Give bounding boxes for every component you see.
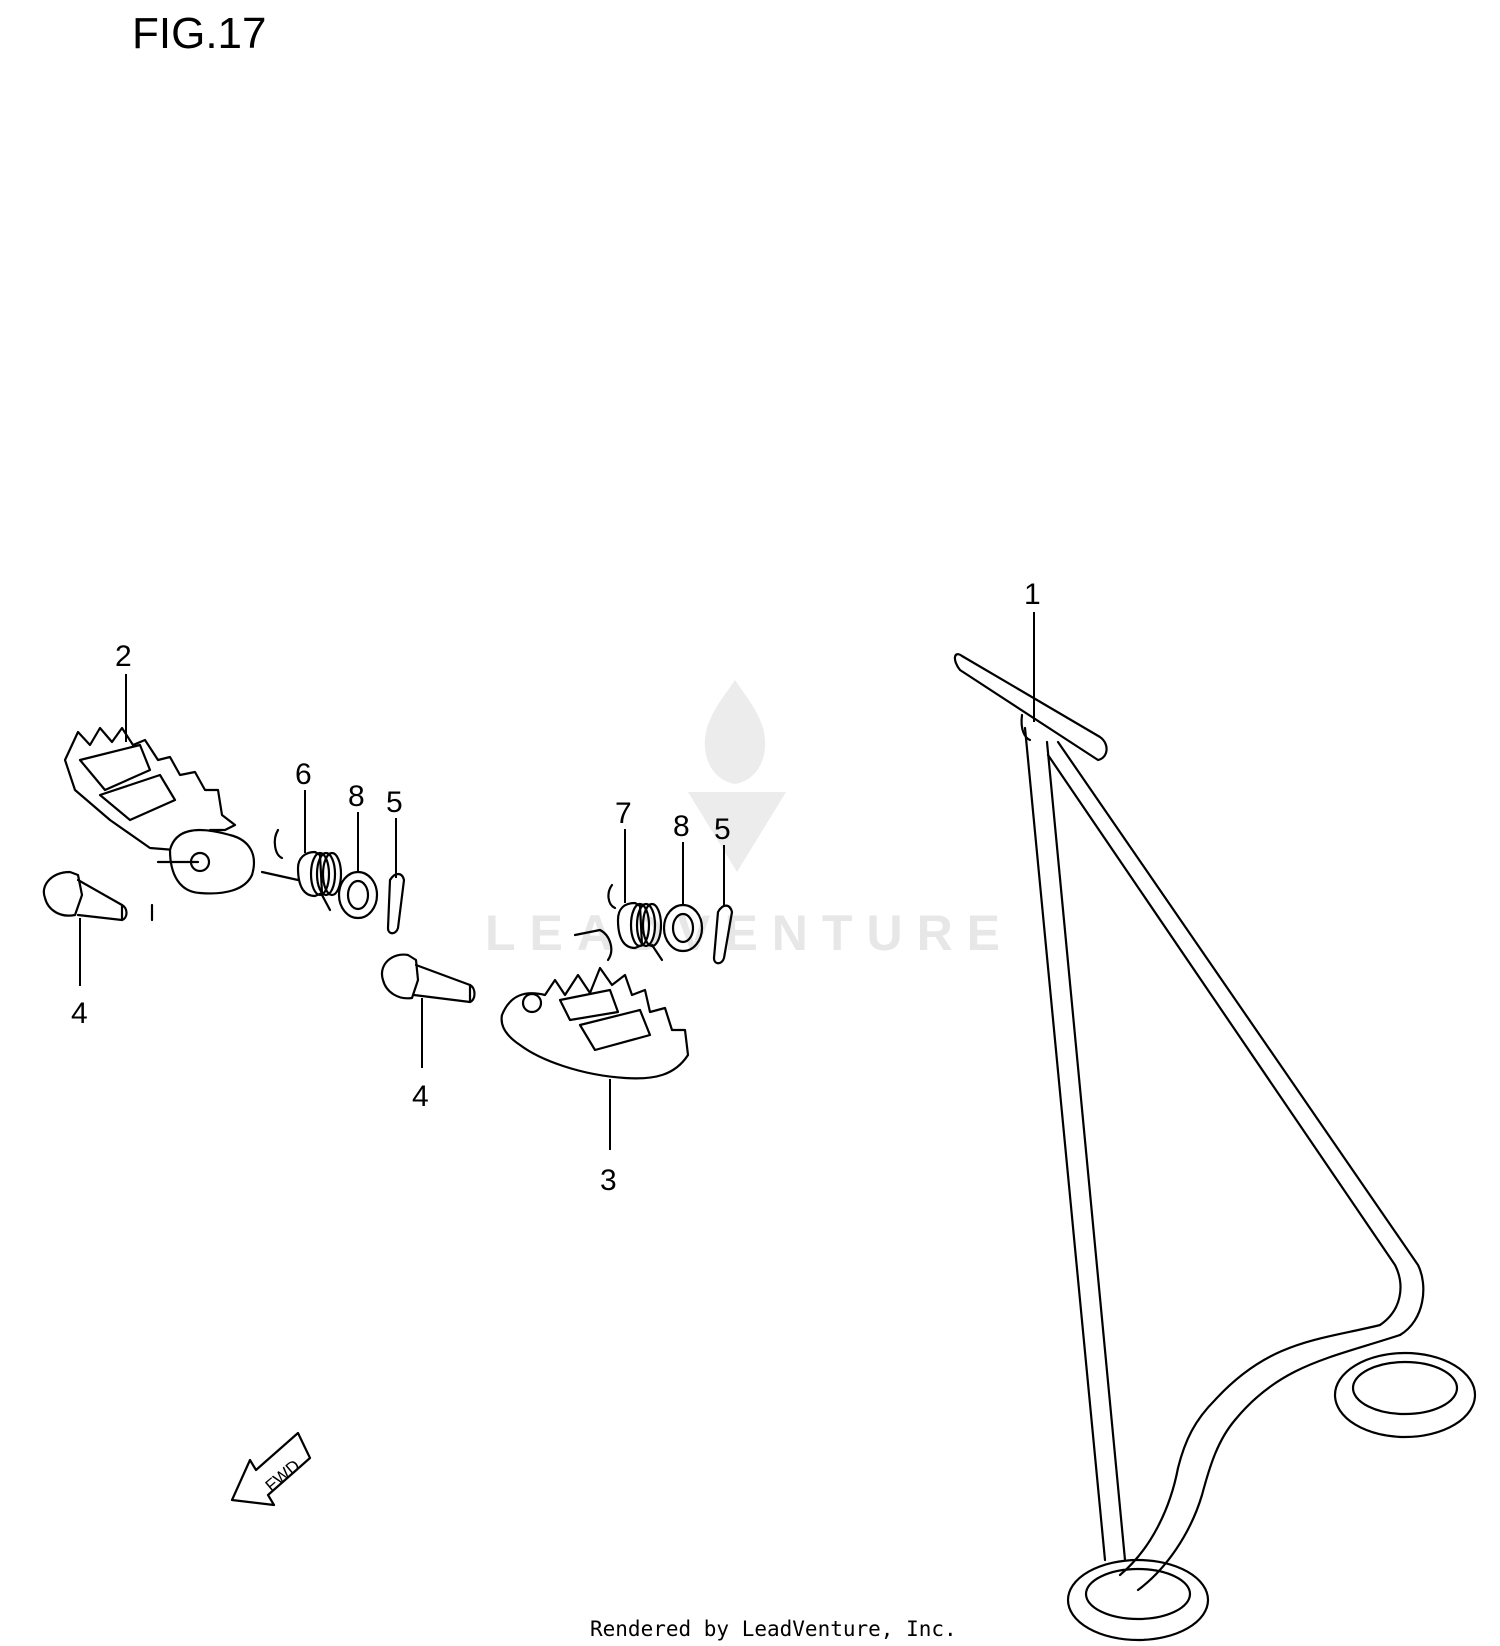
stand-part: [953, 653, 1477, 1642]
spring-left-part: [260, 828, 343, 912]
callout-1: 1: [1024, 578, 1041, 611]
leader-lines: [79, 612, 1035, 1150]
callout-4-left: 4: [71, 997, 88, 1030]
washer-left-part: [337, 870, 379, 920]
callout-7: 7: [615, 797, 632, 830]
callout-6: 6: [295, 758, 312, 791]
callout-5-right: 5: [714, 813, 731, 846]
callout-2: 2: [115, 640, 132, 673]
watermark: LEADVENTURE: [485, 680, 1014, 961]
callout-4-right: 4: [412, 1080, 429, 1113]
footer-credit: Rendered by LeadVenture, Inc.: [590, 1617, 957, 1641]
callouts: 1 2 3 4 4 5 5 6 7 8 8: [71, 578, 1041, 1197]
cotter-pin-right-part: [712, 904, 734, 965]
callout-8-right: 8: [673, 810, 690, 843]
fwd-arrow-icon: FWD: [230, 1431, 312, 1507]
pin-right-part: [380, 953, 476, 1004]
footrest-left-part: [63, 726, 256, 922]
footrest-right-part: [500, 928, 690, 1080]
callout-8-left: 8: [348, 780, 365, 813]
figure-title: FIG.17: [132, 9, 267, 58]
watermark-text: LEADVENTURE: [485, 905, 1014, 961]
cotter-pin-left-part: [386, 872, 406, 935]
callout-5-left: 5: [386, 786, 403, 819]
pin-left-part: [42, 870, 128, 922]
watermark-logo-icon: [688, 680, 786, 872]
spring-right-part: [607, 883, 664, 962]
callout-3: 3: [600, 1164, 617, 1197]
